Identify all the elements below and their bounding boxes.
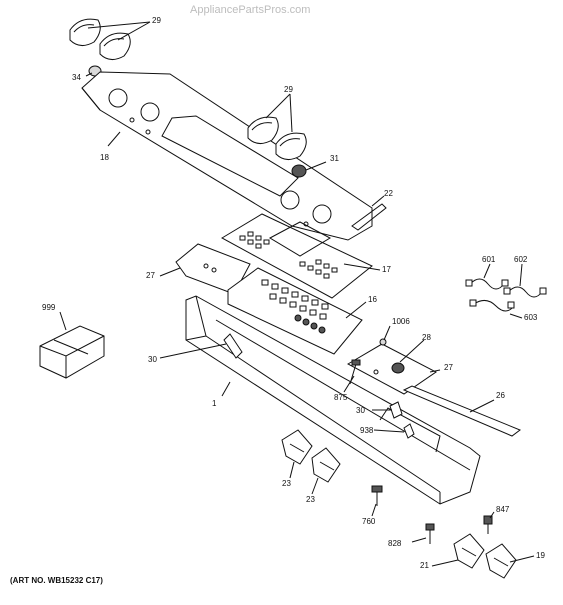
label-603: 603 bbox=[524, 313, 538, 322]
part-30-right bbox=[389, 401, 403, 419]
label-938: 938 bbox=[360, 426, 374, 435]
part-1006 bbox=[379, 338, 387, 346]
bracket-23-a bbox=[281, 429, 313, 465]
knob-29-left-b bbox=[99, 32, 131, 60]
label-17: 17 bbox=[382, 265, 391, 274]
label-30-left: 30 bbox=[148, 355, 157, 364]
rod-22 bbox=[351, 203, 387, 231]
harness-602 bbox=[503, 286, 547, 298]
harness-601 bbox=[465, 278, 509, 290]
panel-trim-18 bbox=[81, 71, 373, 241]
label-29-top-left: 29 bbox=[152, 16, 161, 25]
label-28: 28 bbox=[422, 333, 431, 342]
label-847: 847 bbox=[496, 505, 510, 514]
label-601: 601 bbox=[482, 255, 496, 264]
leader-lines bbox=[59, 21, 535, 567]
label-602: 602 bbox=[514, 255, 528, 264]
screw-828 bbox=[425, 523, 435, 544]
knob-29-right-b bbox=[275, 132, 307, 160]
part-28 bbox=[391, 362, 405, 374]
label-1: 1 bbox=[212, 399, 217, 408]
label-23-a: 23 bbox=[282, 479, 291, 488]
knob-29-left-a bbox=[69, 18, 101, 46]
label-1006: 1006 bbox=[392, 317, 410, 326]
label-16: 16 bbox=[368, 295, 377, 304]
console-body-1 bbox=[185, 295, 481, 505]
touchpad-17 bbox=[220, 213, 373, 299]
part-938 bbox=[403, 423, 415, 439]
knob-31 bbox=[291, 164, 307, 178]
art-number: (ART NO. WB15232 C17) bbox=[10, 576, 103, 585]
box-999 bbox=[39, 325, 105, 379]
label-27-right: 27 bbox=[444, 363, 453, 372]
screw-847 bbox=[483, 515, 493, 534]
label-30-right: 30 bbox=[356, 406, 365, 415]
label-19: 19 bbox=[536, 551, 545, 560]
label-29-right: 29 bbox=[284, 85, 293, 94]
label-27-left: 27 bbox=[146, 271, 155, 280]
label-18: 18 bbox=[100, 153, 109, 162]
bracket-19 bbox=[485, 543, 517, 579]
control-board-16 bbox=[227, 267, 363, 355]
knob-29-right-a bbox=[247, 116, 279, 144]
bracket-27-left bbox=[175, 243, 251, 295]
label-21: 21 bbox=[420, 561, 429, 570]
label-34: 34 bbox=[72, 73, 81, 82]
bracket-23-b bbox=[311, 447, 341, 483]
bracket-21 bbox=[453, 533, 485, 569]
label-26: 26 bbox=[496, 391, 505, 400]
label-31: 31 bbox=[330, 154, 339, 163]
label-875: 875 bbox=[334, 393, 348, 402]
watermark: AppliancePartsPros.com bbox=[190, 4, 311, 16]
harness-603 bbox=[469, 299, 515, 312]
label-760: 760 bbox=[362, 517, 376, 526]
callout-labels: 29 34 18 29 31 22 27 17 999 16 1006 30 2… bbox=[42, 16, 545, 570]
part-30-left bbox=[223, 333, 243, 359]
rail-26 bbox=[402, 385, 522, 437]
label-999: 999 bbox=[42, 303, 56, 312]
label-23-b: 23 bbox=[306, 495, 315, 504]
screw-760 bbox=[371, 485, 383, 506]
label-828: 828 bbox=[388, 539, 402, 548]
label-22: 22 bbox=[384, 189, 393, 198]
